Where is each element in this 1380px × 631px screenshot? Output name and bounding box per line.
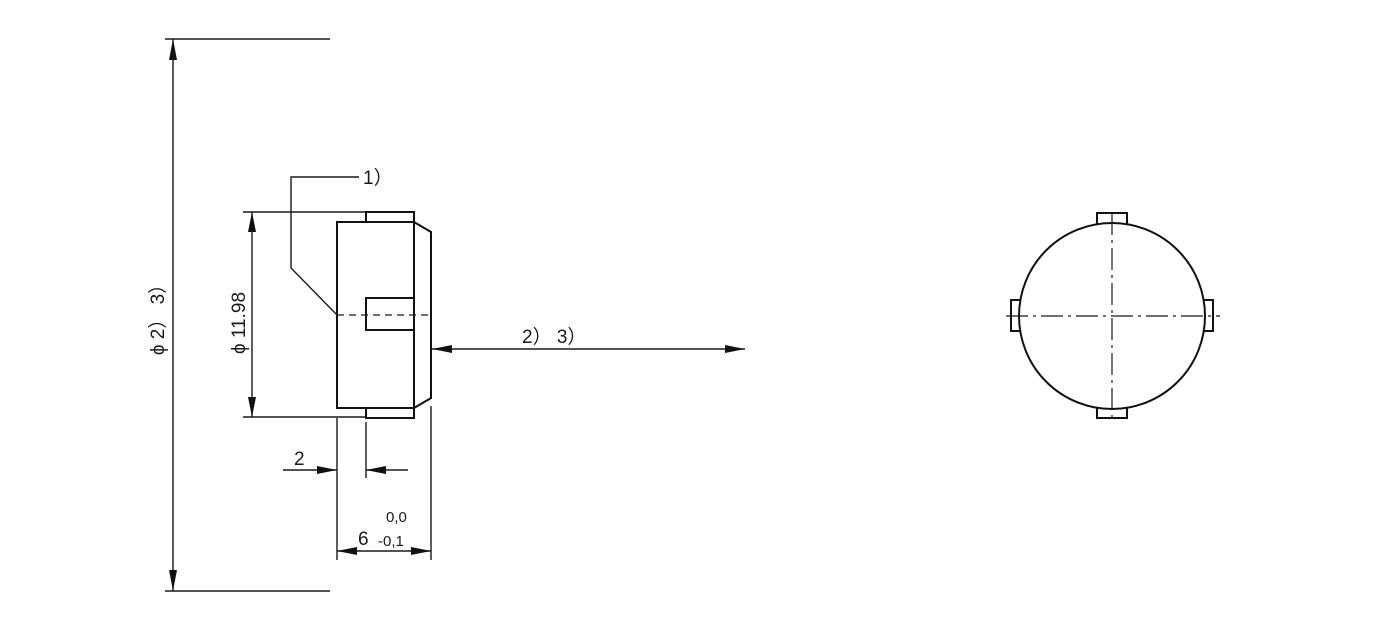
- width-2-label: 2: [294, 449, 305, 470]
- inner-diameter-label: ϕ 11.98: [229, 292, 250, 354]
- note-1-leader: 1）: [290, 167, 393, 316]
- width-6-label: 6: [358, 529, 369, 550]
- outer-diameter-label: ϕ 2） 3）: [147, 275, 169, 355]
- outer-diameter-dimension: ϕ 2） 3）: [147, 38, 330, 592]
- note-1-label: 1）: [363, 167, 393, 189]
- width-2-dimension: 2: [283, 418, 408, 560]
- width-6-dimension: 6 0,0 -0,1: [337, 406, 432, 560]
- tolerance-upper: 0,0: [386, 509, 407, 526]
- axis-note-label: 2） 3）: [522, 326, 586, 348]
- tolerance-lower: -0,1: [378, 533, 404, 550]
- axis-arrow-dimension: 2） 3）: [432, 326, 745, 353]
- front-view-part: [1006, 212, 1220, 419]
- inner-diameter-dimension: ϕ 11.98: [229, 211, 366, 418]
- side-view-part: [336, 211, 432, 419]
